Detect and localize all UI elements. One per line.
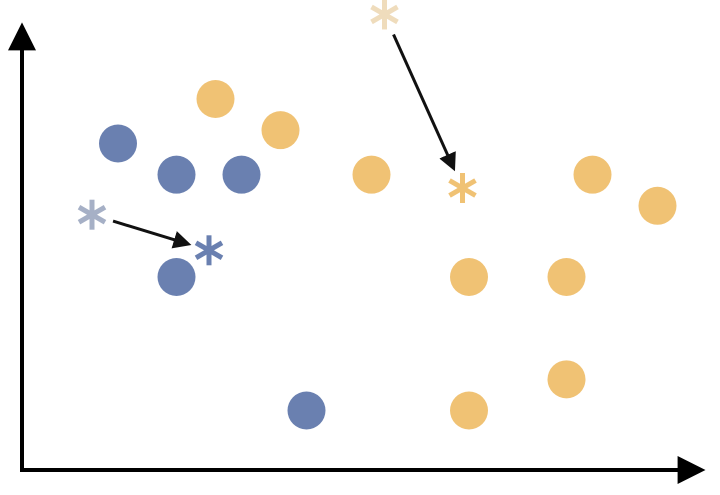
blue-point <box>157 155 196 194</box>
blue-centroid-shift-arrow <box>112 219 192 249</box>
orange-point <box>573 155 612 194</box>
orange-point <box>450 258 488 296</box>
new-orange-centroid-marker <box>448 173 477 203</box>
orange-point <box>261 111 300 150</box>
orange-point <box>547 360 586 399</box>
centroid-moves-layer <box>77 0 477 266</box>
orange-point <box>450 391 488 430</box>
points-layer <box>99 80 677 430</box>
orange-point <box>352 155 391 194</box>
orange-point <box>196 80 235 118</box>
orange-point <box>638 186 677 225</box>
old-orange-centroid-marker <box>370 0 399 30</box>
blue-point <box>157 258 196 296</box>
blue-point <box>222 155 261 194</box>
old-blue-centroid-marker <box>77 199 107 230</box>
blue-point <box>287 391 326 430</box>
blue-point <box>99 124 137 163</box>
orange-centroid-shift-arrow <box>392 33 456 172</box>
new-blue-centroid-marker <box>194 235 224 266</box>
orange-point <box>547 258 586 296</box>
